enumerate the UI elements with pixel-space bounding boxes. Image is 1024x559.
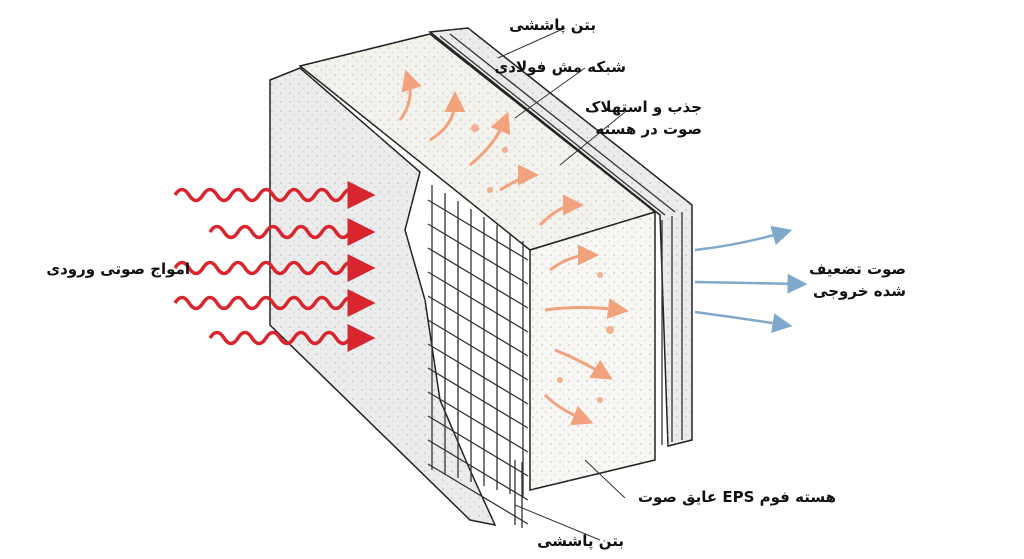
- label-steel-mesh: شبکه مش فولادی: [494, 58, 626, 76]
- mesh-bar: [427, 247, 529, 309]
- back-shotcrete-layer: [428, 27, 693, 447]
- mesh-bar: [427, 391, 529, 453]
- label-shotcrete-bottom: بتن پاششی: [537, 532, 624, 550]
- incoming-wave: [173, 289, 376, 317]
- incoming-wave: [208, 324, 376, 352]
- label-shotcrete-top: بتن پاششی: [509, 16, 596, 34]
- core-dots: [471, 124, 614, 403]
- mesh-bar: [427, 439, 529, 501]
- mesh-bar: [427, 319, 529, 381]
- core-absorption-arrows: [398, 69, 629, 426]
- mesh-bar: [427, 271, 529, 333]
- front-steel-mesh: [427, 185, 529, 528]
- label-incoming-waves: امواج صوتی ورودی: [46, 260, 190, 278]
- incoming-sound-waves: [173, 181, 376, 352]
- mesh-bar: [427, 367, 529, 429]
- leader-lines: [497, 27, 626, 541]
- label-core-absorption: جذب و استهلاک صوت در هسته: [585, 98, 702, 138]
- mesh-bar: [427, 463, 529, 525]
- incoming-wave: [208, 218, 376, 246]
- mesh-bar: [427, 295, 529, 357]
- front-shotcrete-layer: [269, 67, 497, 527]
- incoming-wave: [173, 254, 376, 282]
- mesh-bar: [427, 199, 529, 261]
- label-outgoing-sound: صوت تضعیف شده خروجی: [808, 260, 906, 300]
- mesh-bar: [427, 343, 529, 405]
- mesh-bar: [427, 223, 529, 285]
- incoming-wave: [173, 181, 376, 209]
- outgoing-sound-arrows: [694, 225, 808, 333]
- mesh-bar: [427, 415, 529, 477]
- label-eps-core: هسته فوم EPS عایق صوت: [637, 488, 836, 506]
- back-steel-mesh: [439, 33, 683, 445]
